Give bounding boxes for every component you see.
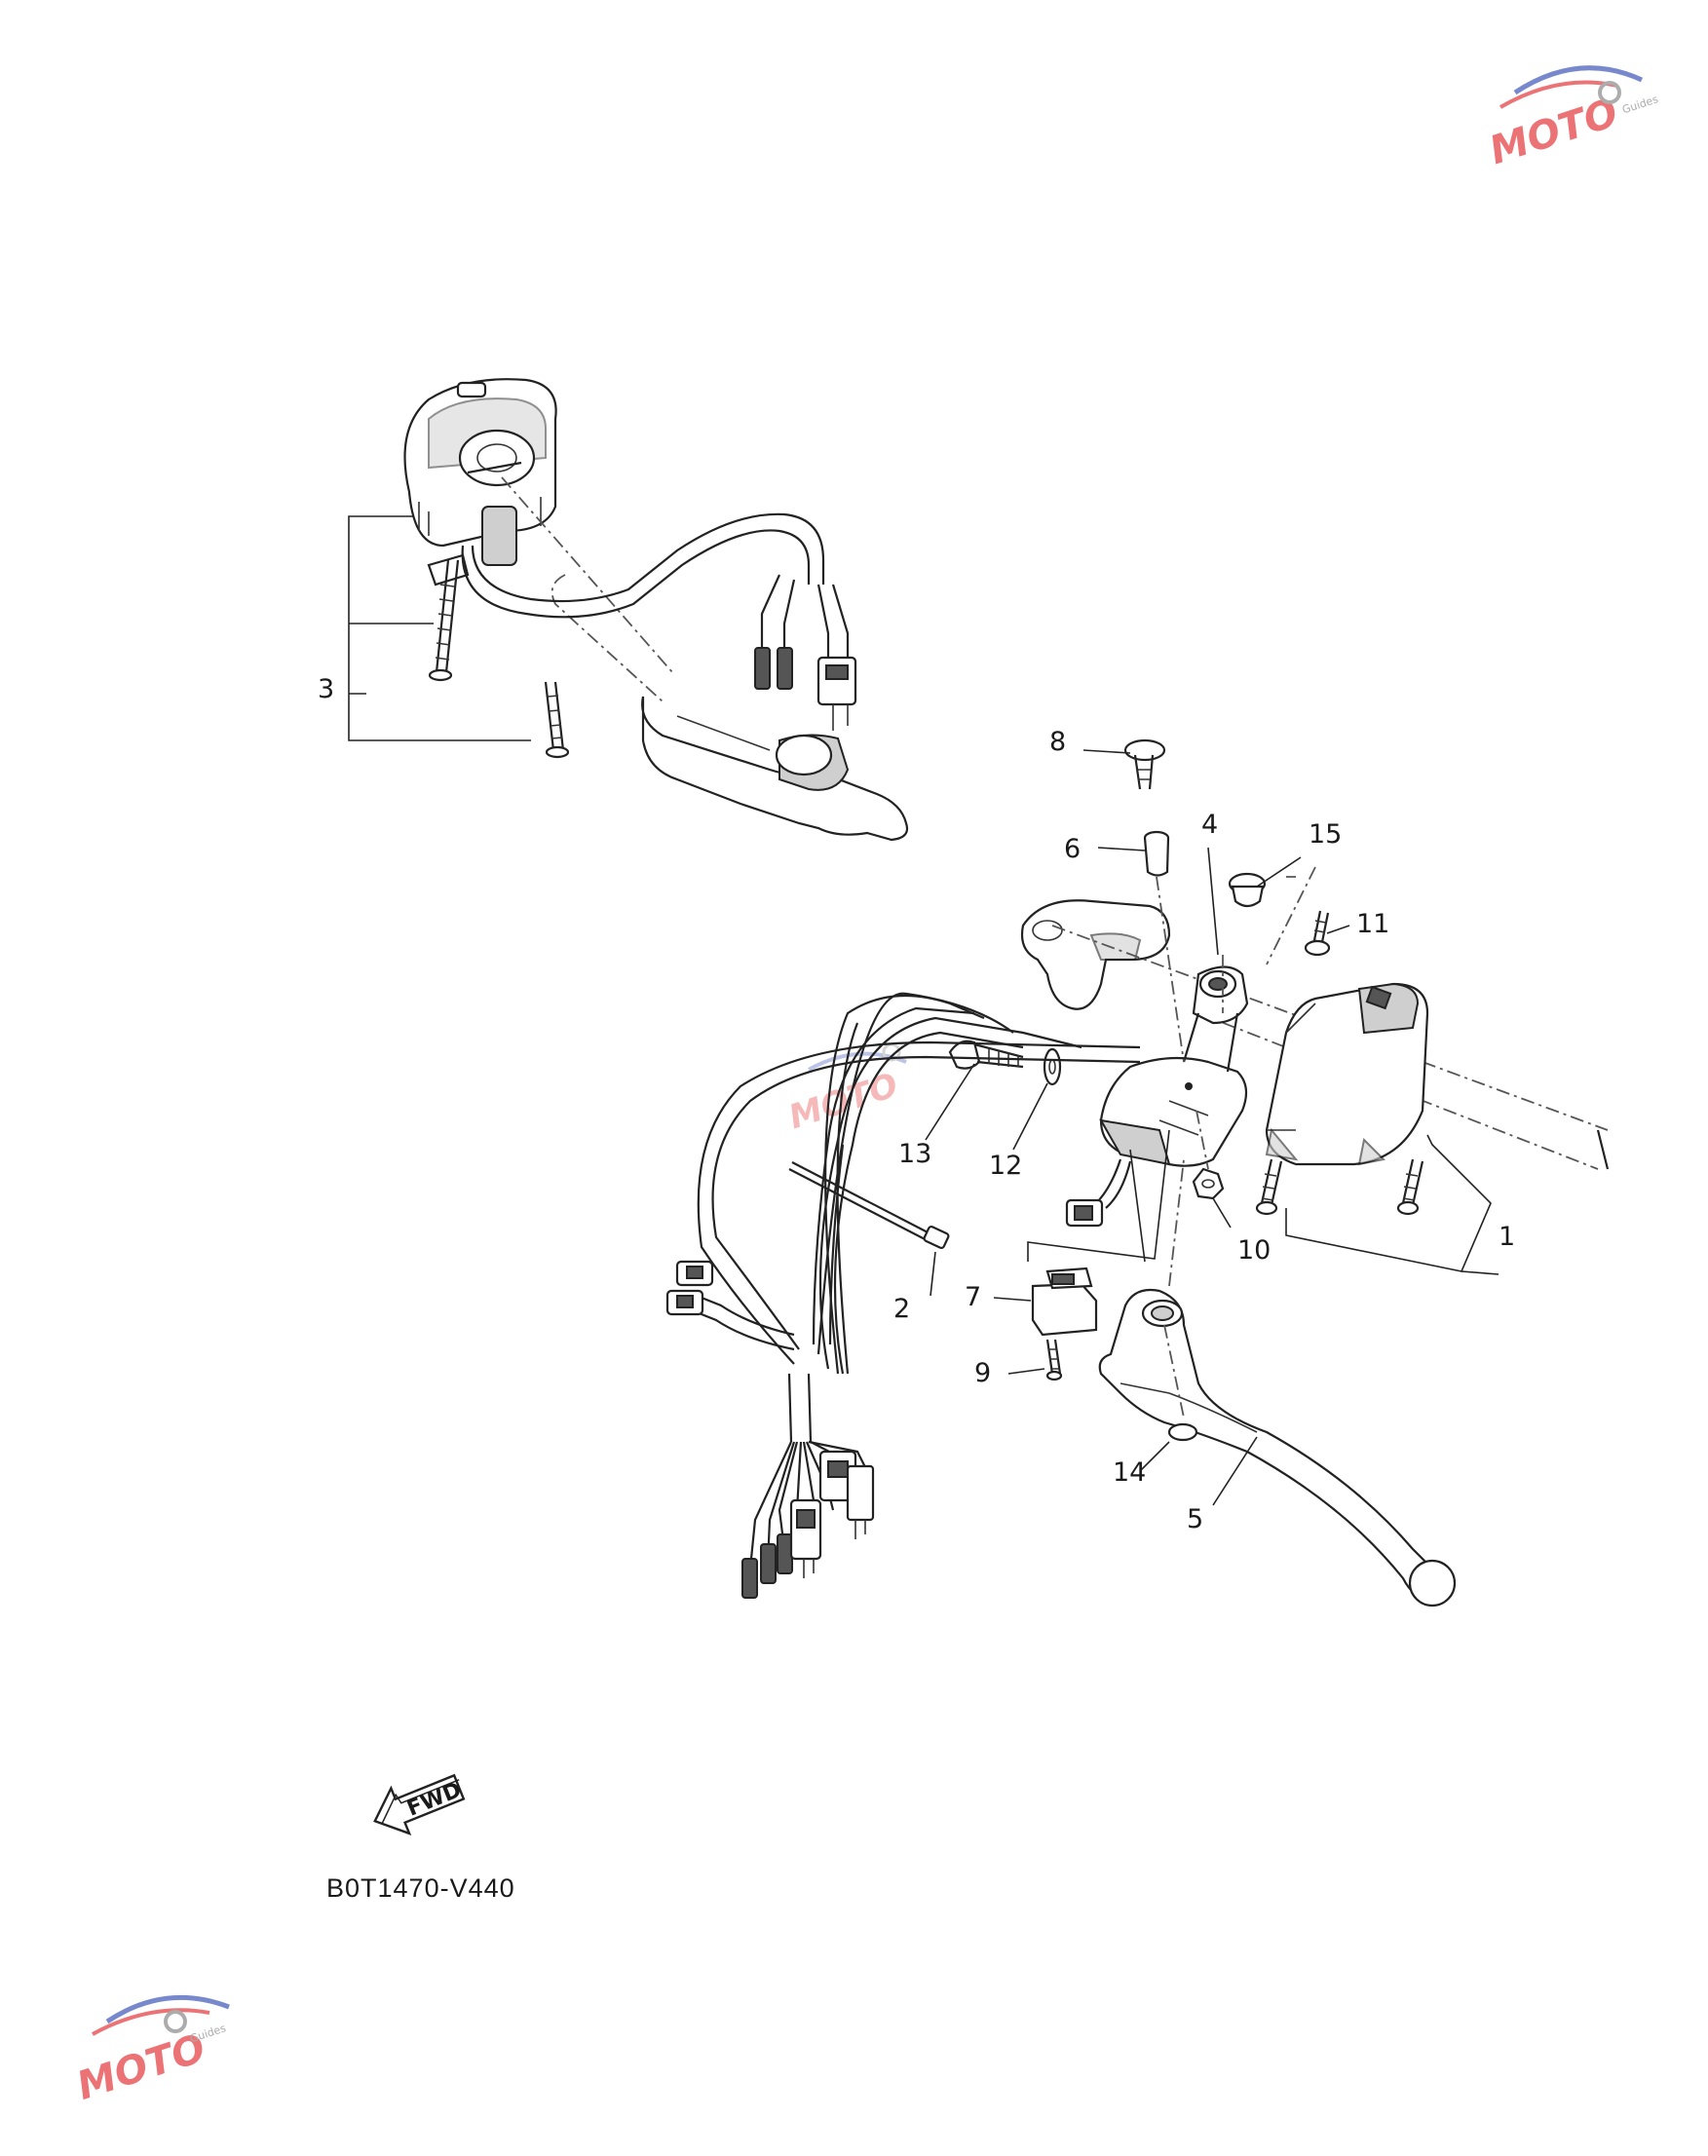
callout-1: 1: [1499, 1222, 1515, 1252]
collar-6: [1143, 830, 1170, 877]
callout-14: 14: [1113, 1457, 1146, 1488]
callout-15: 15: [1309, 819, 1342, 850]
callout-4: 4: [1201, 810, 1218, 840]
callout-3: 3: [318, 674, 334, 704]
watermark-logo-bottom: MOTO Guides: [72, 1994, 230, 2109]
plug-15: [1228, 872, 1267, 908]
bolt-13: [948, 1040, 1024, 1070]
screw-1a: [1255, 1158, 1283, 1216]
callout-2: 2: [893, 1294, 910, 1324]
washer-14: [1167, 1422, 1198, 1442]
leader-lines: [925, 749, 1350, 1506]
screw-3b: [544, 681, 570, 759]
nut-10: [1192, 1167, 1225, 1200]
callout-10: 10: [1237, 1235, 1271, 1266]
watermark-logo-top: MOTO Guides: [1484, 65, 1660, 173]
callout-9: 9: [974, 1358, 991, 1388]
forward-arrow-icon: FWD: [373, 1773, 466, 1835]
callout-12: 12: [989, 1151, 1022, 1181]
svg-text:Guides: Guides: [1620, 93, 1659, 116]
clutch-lever-assembly: [665, 738, 1610, 1608]
clutch-lever-5: [1098, 1288, 1457, 1608]
cable-tie-2: [788, 1161, 950, 1250]
left-handlebar-switch-assembly: [348, 378, 909, 842]
callout-7: 7: [965, 1282, 981, 1312]
screw-9: [1045, 1339, 1063, 1381]
screw-11: [1304, 910, 1331, 957]
part-code-label: B0T1470-V440: [326, 1873, 515, 1903]
screw-1b: [1396, 1158, 1424, 1216]
callout-11: 11: [1356, 909, 1389, 939]
pivot-bolt-8: [1123, 738, 1166, 790]
callout-6: 6: [1064, 834, 1081, 864]
callout-13: 13: [898, 1139, 931, 1169]
svg-text:Guides: Guides: [188, 2022, 227, 2045]
callout-labels: 1 2 3 4 5 6 7 8 9 10 11 12 13 14 15: [318, 674, 1515, 1534]
washer-12: [1043, 1047, 1062, 1086]
callout-5: 5: [1187, 1504, 1203, 1534]
screw-3a: [427, 553, 470, 682]
clutch-switch-7: [1031, 1267, 1098, 1337]
callout-8: 8: [1049, 727, 1066, 757]
